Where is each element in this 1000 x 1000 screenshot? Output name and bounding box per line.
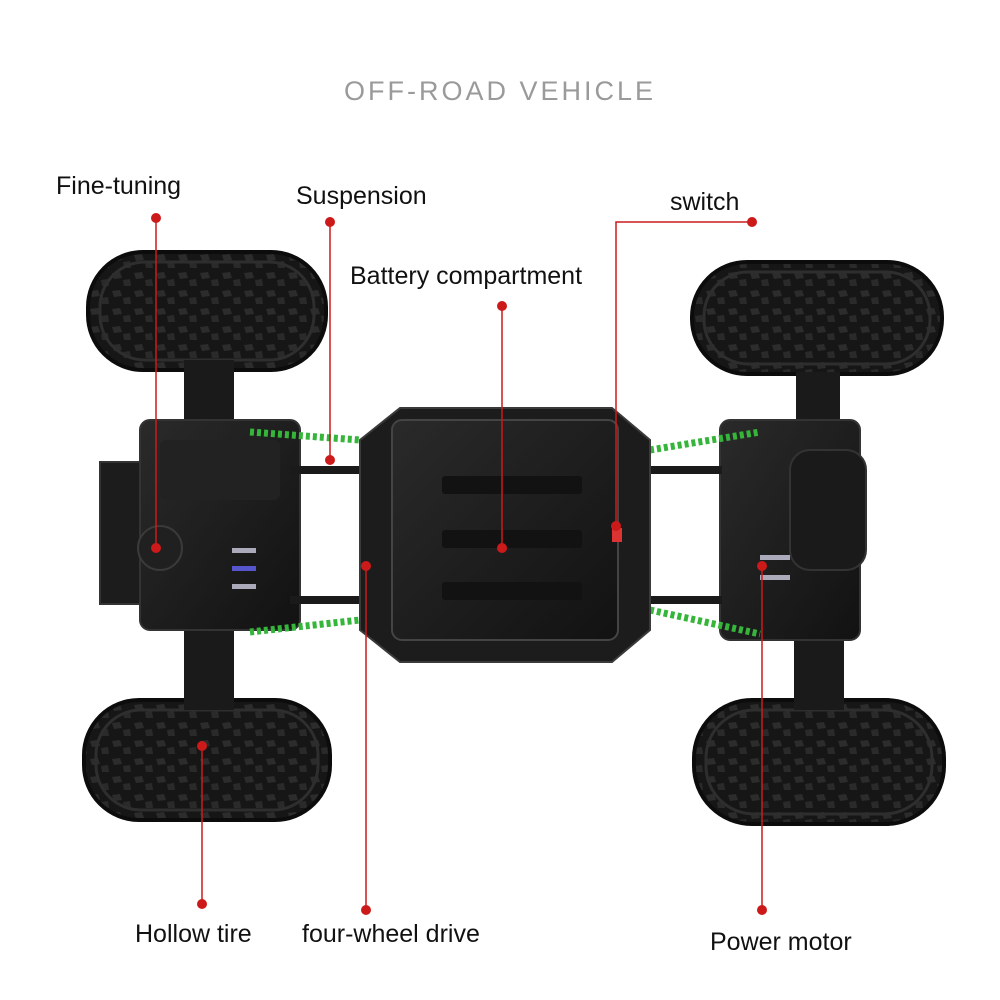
fine-tuning-marker: [151, 543, 161, 553]
right-gearbox: [719, 419, 867, 641]
left-gearbox: [99, 419, 301, 631]
four-wheel-drive-marker-bottom: [361, 905, 371, 915]
tire-rear-right: [692, 698, 946, 826]
battery-marker-top: [497, 301, 507, 311]
label-switch: switch: [670, 188, 740, 216]
tire-front-right: [690, 260, 944, 376]
label-hollow-tire: Hollow tire: [135, 920, 252, 948]
callout-lines: [155, 218, 763, 910]
label-four-wheel-drive: four-wheel drive: [302, 920, 480, 948]
right-rear-axle: [794, 640, 844, 710]
battery-compartment: [359, 407, 651, 663]
callout-dots: [151, 213, 767, 915]
switch-marker-top: [747, 217, 757, 227]
product-title: OFF-ROAD VEHICLE: [343, 76, 657, 106]
label-power-motor: Power motor: [710, 928, 852, 956]
suspension-marker: [325, 455, 335, 465]
tire-rear-left: [82, 698, 332, 822]
label-battery-compartment: Battery compartment: [350, 262, 583, 290]
left-rear-axle: [184, 620, 234, 710]
switch-marker: [611, 521, 621, 531]
suspension-marker-top: [325, 217, 335, 227]
suspension-springs: [249, 428, 761, 638]
hollow-tire-marker-bottom: [197, 899, 207, 909]
power-motor-marker-bottom: [757, 905, 767, 915]
label-fine-tuning: Fine-tuning: [56, 172, 182, 200]
label-suspension: Suspension: [296, 182, 427, 210]
power-motor-marker: [757, 561, 767, 571]
fine-tuning-marker-top: [151, 213, 161, 223]
battery-marker: [497, 543, 507, 553]
tire-front-left: [86, 250, 328, 372]
four-wheel-drive-marker: [361, 561, 371, 571]
hollow-tire-marker: [197, 741, 207, 751]
